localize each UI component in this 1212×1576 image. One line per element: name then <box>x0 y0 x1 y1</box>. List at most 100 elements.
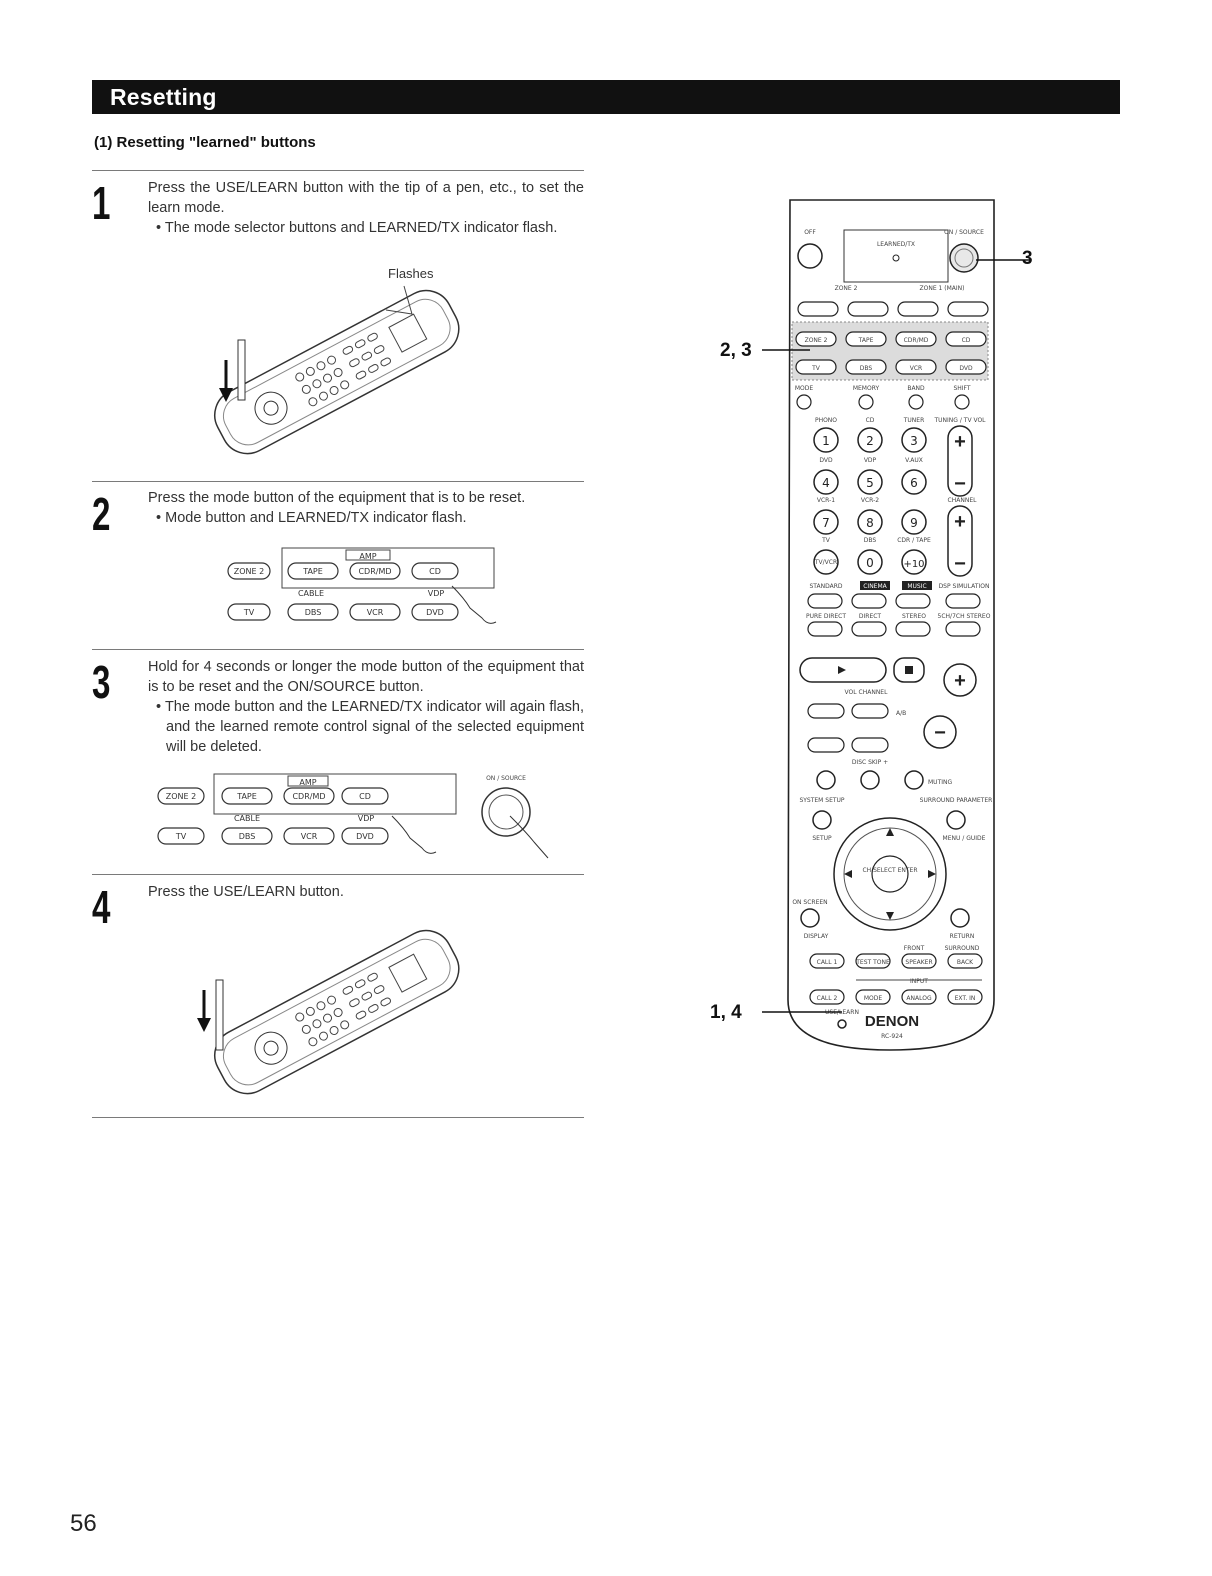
svg-text:ZONE 2: ZONE 2 <box>805 337 828 344</box>
volume-up-button <box>943 663 977 697</box>
step-text-3: Hold for 4 seconds or longer the mode bu… <box>148 657 584 757</box>
svg-text:TV: TV <box>821 537 831 544</box>
step-1-bullet: • The mode selector buttons and LEARNED/… <box>156 220 558 236</box>
svg-text:PHONO: PHONO <box>815 417 837 424</box>
dbs-button <box>287 603 339 621</box>
svg-text:−: − <box>934 722 946 744</box>
model-number: RC-924 <box>881 1033 903 1040</box>
svg-text:CD: CD <box>866 417 875 424</box>
svg-text:FRONT: FRONT <box>904 945 925 952</box>
zone2-button <box>157 787 205 805</box>
svg-text:TUNER: TUNER <box>903 417 925 424</box>
channel-rocker <box>947 505 973 577</box>
svg-text:ZONE 1 (MAIN): ZONE 1 (MAIN) <box>920 285 965 292</box>
svg-text:CD: CD <box>359 792 371 801</box>
remote-angled-body <box>214 289 460 455</box>
step-3-instruction: Hold for 4 seconds or longer the mode bu… <box>148 659 584 695</box>
svg-text:VOL CHANNEL: VOL CHANNEL <box>845 689 889 696</box>
amp-box <box>345 549 391 561</box>
svg-text:−: − <box>954 553 966 575</box>
svg-text:CDR / TAPE: CDR / TAPE <box>897 537 931 544</box>
svg-text:TV/VCR: TV/VCR <box>814 559 837 566</box>
svg-text:CD: CD <box>429 567 441 576</box>
cdr-md-button <box>349 562 401 580</box>
svg-text:8: 8 <box>866 516 874 530</box>
svg-text:CALL 2: CALL 2 <box>817 995 838 1002</box>
callout-lines <box>762 259 1030 1013</box>
svg-text:ON SCREEN: ON SCREEN <box>792 899 827 906</box>
pen-icon <box>237 339 246 401</box>
svg-text:DVD: DVD <box>819 457 833 464</box>
svg-text:ZONE 2: ZONE 2 <box>835 285 858 292</box>
svg-text:7: 7 <box>822 516 830 530</box>
svg-text:STANDARD: STANDARD <box>809 583 842 590</box>
svg-text:SPEAKER: SPEAKER <box>905 959 932 966</box>
on-source-button <box>949 243 979 273</box>
step-text-4: Press the USE/LEARN button. <box>148 884 344 900</box>
volume-down-button <box>923 715 957 749</box>
svg-text:DBS: DBS <box>860 365 873 372</box>
callout-1-4: 1, 4 <box>710 1002 742 1023</box>
svg-text:+: + <box>954 431 966 453</box>
svg-text:CALL 1: CALL 1 <box>817 959 838 966</box>
svg-text:SETUP: SETUP <box>812 835 832 842</box>
svg-text:DISC SKIP +: DISC SKIP + <box>852 759 888 766</box>
svg-text:DVD: DVD <box>426 608 444 617</box>
svg-text:AMP: AMP <box>299 778 316 787</box>
svg-text:+: + <box>954 670 966 692</box>
step-text-1: Press the USE/LEARN button with the tip … <box>148 178 584 238</box>
use-learn-button <box>837 1019 847 1029</box>
page-title: Resetting <box>110 84 217 110</box>
svg-text:DISPLAY: DISPLAY <box>804 933 829 940</box>
dvd-button <box>411 603 459 621</box>
callout-3: 3 <box>1022 248 1033 269</box>
svg-text:STEREO: STEREO <box>902 613 926 620</box>
svg-text:ZONE 2: ZONE 2 <box>166 792 196 801</box>
svg-text:VDP: VDP <box>864 457 877 464</box>
svg-text:BACK: BACK <box>957 959 974 966</box>
svg-text:A/B: A/B <box>896 710 906 717</box>
step-2-bullet: • Mode button and LEARNED/TX indicator f… <box>156 510 467 526</box>
svg-text:CABLE: CABLE <box>234 814 260 823</box>
svg-text:9: 9 <box>910 516 918 530</box>
svg-text:TEST TONE: TEST TONE <box>855 959 890 966</box>
svg-text:CH SELECT ENTER: CH SELECT ENTER <box>862 867 917 874</box>
pen-icon <box>215 979 224 1051</box>
svg-text:VCR-2: VCR-2 <box>861 497 879 504</box>
svg-text:TAPE: TAPE <box>236 792 257 801</box>
svg-text:INPUT: INPUT <box>910 978 928 985</box>
dbs-button <box>221 827 273 845</box>
svg-text:CDR/MD: CDR/MD <box>358 567 391 576</box>
divider <box>92 649 584 650</box>
remote-illustration-step4 <box>197 929 460 1095</box>
tv-button <box>157 827 205 845</box>
step-number-1: 1 <box>92 177 111 229</box>
vcr-button <box>283 827 335 845</box>
tv-button <box>227 603 271 621</box>
svg-text:5: 5 <box>866 476 874 490</box>
svg-text:2: 2 <box>866 434 874 448</box>
svg-text:MODE: MODE <box>795 385 814 392</box>
svg-text:TV: TV <box>811 365 821 372</box>
svg-text:6: 6 <box>910 476 918 490</box>
svg-text:CDR/MD: CDR/MD <box>904 337 929 344</box>
svg-text:EXT. IN: EXT. IN <box>955 995 976 1002</box>
cd-button <box>341 787 389 805</box>
svg-text:CHANNEL: CHANNEL <box>948 497 978 504</box>
svg-text:ON / SOURCE: ON / SOURCE <box>944 229 984 236</box>
svg-text:VDP: VDP <box>428 589 445 598</box>
svg-text:LEARNED/TX: LEARNED/TX <box>877 241 915 248</box>
svg-text:5CH/7CH STEREO: 5CH/7CH STEREO <box>938 613 991 620</box>
svg-text:3: 3 <box>910 434 918 448</box>
remote-illustration-step1 <box>214 285 460 455</box>
zone2-button <box>227 562 271 580</box>
svg-text:CDR/MD: CDR/MD <box>292 792 325 801</box>
svg-text:VCR: VCR <box>367 608 384 617</box>
svg-text:TUNING / TV VOL: TUNING / TV VOL <box>933 417 986 424</box>
off-button <box>797 243 823 269</box>
ch-select-enter-button <box>871 855 909 893</box>
mode-panel-frame <box>281 547 495 589</box>
svg-text:TAPE: TAPE <box>858 337 874 344</box>
svg-text:4: 4 <box>822 476 830 490</box>
svg-text:CABLE: CABLE <box>298 589 324 598</box>
